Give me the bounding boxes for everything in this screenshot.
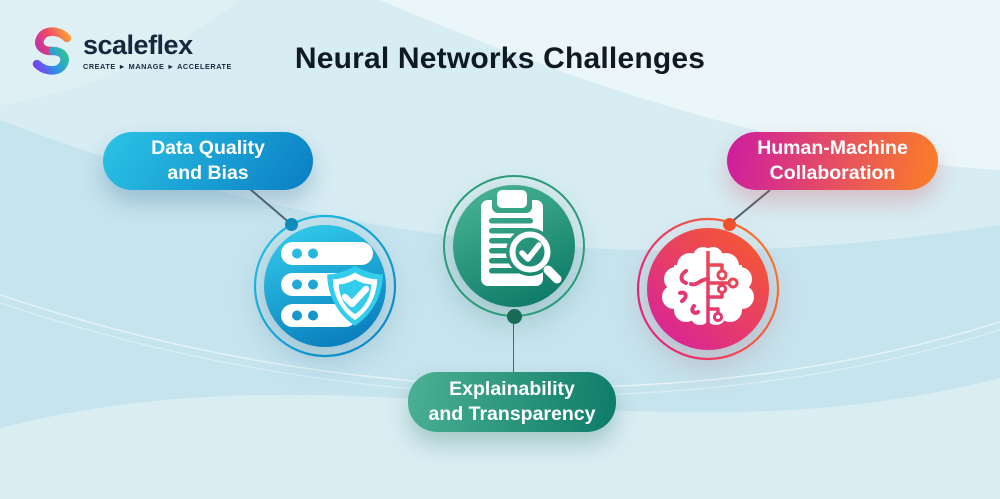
brand-name: scaleflex	[83, 29, 193, 60]
pill-label-line: and Bias	[167, 162, 249, 184]
scaleflex-logo-icon	[32, 27, 72, 75]
connector-dot-data-quality	[284, 217, 298, 231]
connector-dot-explainability	[506, 308, 522, 324]
label-pill-data-quality: Data Quality and Bias	[103, 132, 313, 190]
label-pill-human-machine: Human-Machine Collaboration	[727, 132, 938, 190]
shield-check	[327, 265, 383, 326]
brain-circuit-icon	[636, 217, 780, 361]
connector-dot-human-machine	[722, 217, 736, 231]
clipboard-check-magnifier-icon	[443, 175, 585, 317]
brain-shape	[662, 247, 754, 325]
connector-line-explainability	[512, 318, 515, 374]
outer-ring	[253, 214, 397, 358]
label-pill-explainability: Explainability and Transparency	[408, 372, 616, 432]
database-shield-icon	[253, 214, 397, 358]
brand-tagline: CREATE ► MANAGE ► ACCELERATE	[83, 61, 232, 71]
pill-label-line: Human-Machine	[757, 136, 908, 159]
pill-label-line: Collaboration	[769, 162, 896, 184]
page-title: Neural Networks Challenges	[294, 42, 706, 75]
logo-text: scaleflex CREATE ► MANAGE ► ACCELERATE	[83, 29, 232, 71]
pill-label-line: Explainability	[449, 377, 575, 400]
pill-label-line: Data Quality	[151, 136, 265, 159]
pill-label-line: and Transparency	[428, 403, 596, 425]
magnifier-check	[506, 228, 562, 284]
scaleflex-logo: scaleflex CREATE ► MANAGE ► ACCELERATE	[30, 27, 232, 75]
outer-ring	[636, 217, 780, 361]
